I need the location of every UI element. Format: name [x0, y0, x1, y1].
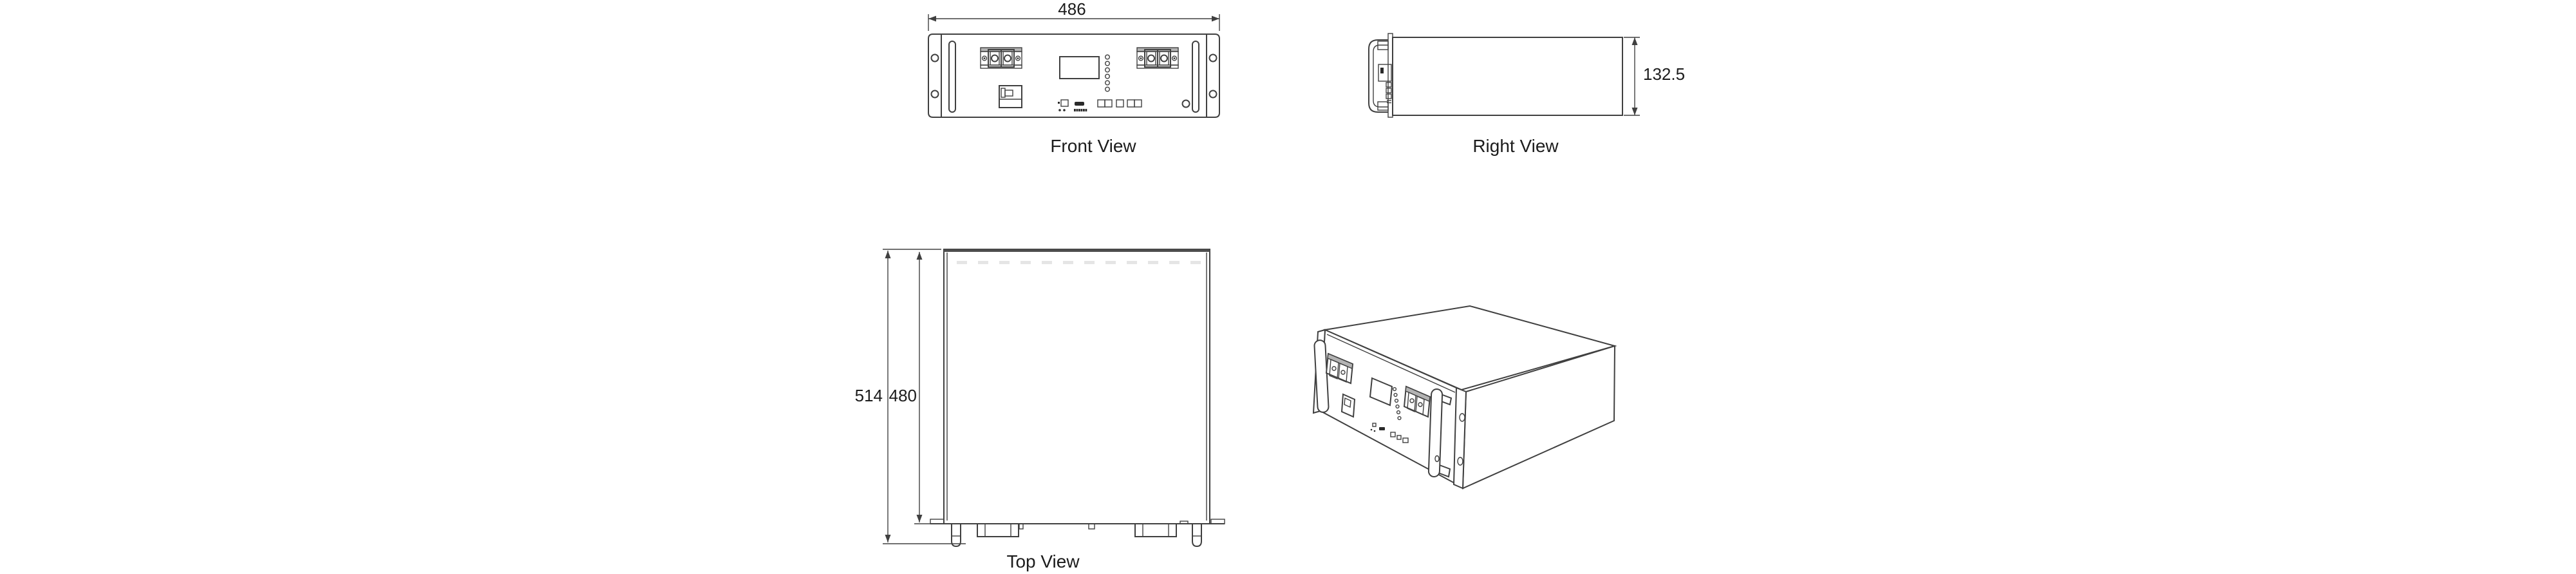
front-width-dimension: 486: [928, 0, 1220, 31]
port-socket: [1116, 99, 1124, 108]
iso-led-indicators: [1392, 387, 1402, 421]
breaker-switch: [999, 85, 1022, 108]
top-body-depth-dimension: 480: [889, 252, 930, 524]
right-view-body: [1392, 37, 1623, 116]
iso-terminal-block-right: [1403, 385, 1431, 418]
top-overall-depth-dimension: 514: [855, 249, 966, 544]
side-profile-components: [1378, 64, 1392, 104]
comm-ports: [1058, 99, 1142, 111]
vent-slots: [957, 261, 1201, 264]
switch-port: [1060, 99, 1069, 107]
right-ear-tab: [1210, 519, 1225, 524]
iso-right-ear: [1453, 387, 1467, 490]
dim-arrow-up: [1631, 37, 1638, 45]
iso-terminal-block-left: [1325, 352, 1354, 385]
ear-hole: [930, 53, 939, 62]
left-ear-tab: [930, 519, 945, 524]
terminal-block-right: [1136, 47, 1179, 69]
top-view-caption: Top View: [1006, 551, 1080, 571]
iso-ear-hole: [1459, 413, 1465, 422]
right-mounting-ear: [1207, 33, 1220, 118]
front-right-handle: [1192, 41, 1199, 113]
top-view-handles: [951, 524, 1202, 548]
iso-comm-ports: [1370, 423, 1409, 443]
terminal-block-left: [980, 47, 1022, 69]
dim-arrow-right: [1212, 15, 1219, 22]
front-panel-outline: [941, 33, 1207, 118]
front-left-handle: [948, 41, 956, 113]
power-button: [1181, 99, 1190, 108]
top-body-depth-label: 480: [889, 386, 917, 405]
top-view: 514 480 Top View: [855, 249, 1225, 571]
top-view-body: [943, 249, 1210, 524]
front-plate-profile: [1387, 33, 1393, 118]
right-height-dim-label: 132.5: [1643, 64, 1685, 84]
dim-arrow-left: [928, 15, 936, 22]
front-width-dim-label: 486: [1058, 0, 1086, 19]
iso-right-handle: [1427, 388, 1453, 478]
handle-stub-bottom: [1377, 101, 1389, 111]
iso-ear-hole: [1457, 457, 1463, 466]
led-indicators: [1104, 54, 1110, 92]
terminal-screw: [1171, 55, 1178, 61]
port-socket: [1134, 99, 1142, 108]
right-view-caption: Right View: [1472, 136, 1559, 156]
iso-left-handle: [1313, 340, 1330, 413]
isometric-view: [1312, 305, 1617, 490]
top-view-terminals: [977, 521, 1189, 537]
right-view: 132.5 Right View: [1368, 33, 1685, 156]
terminal-screw: [981, 55, 988, 61]
terminal-screw: [1015, 55, 1021, 61]
rj45-port: [1075, 102, 1084, 106]
top-rear-edge: [944, 249, 1210, 252]
ear-hole: [1208, 53, 1217, 62]
iso-lcd-display: [1369, 377, 1393, 407]
center-connector-tab: [1088, 523, 1095, 530]
terminal-screw: [1138, 55, 1144, 61]
right-height-dimension: 132.5: [1624, 37, 1685, 116]
iso-breaker-switch: [1340, 393, 1356, 418]
front-view: 486: [928, 0, 1220, 156]
ear-hole: [930, 90, 939, 99]
front-view-caption: Front View: [1050, 136, 1136, 156]
left-mounting-ear: [928, 33, 941, 118]
port-socket: [1104, 99, 1113, 108]
ear-hole: [1208, 90, 1217, 99]
top-overall-depth-label: 514: [855, 386, 883, 405]
dim-arrow-down: [1631, 108, 1638, 115]
side-handle: [1368, 39, 1388, 113]
lcd-display: [1059, 56, 1100, 79]
